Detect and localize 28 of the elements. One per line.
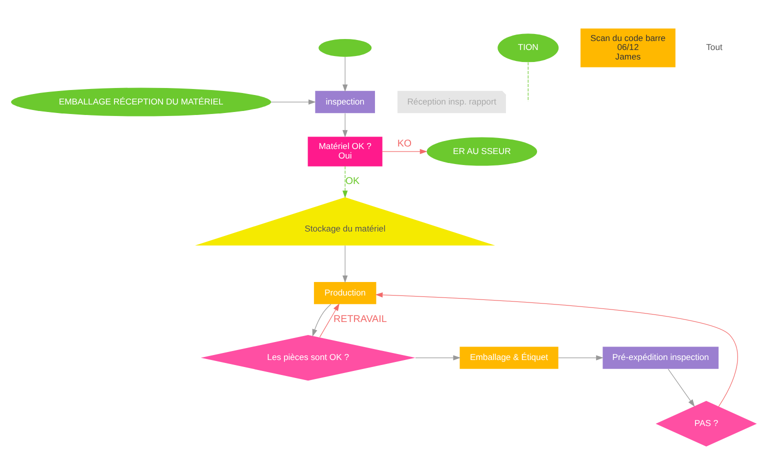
node-box: Production (314, 282, 376, 304)
arrow (668, 368, 695, 407)
arrow (342, 166, 348, 198)
arrow (415, 355, 461, 360)
edge-label: RETRAVAIL (334, 314, 387, 325)
arrow (342, 113, 348, 138)
arrow (375, 292, 738, 407)
node-ellipse: ER AU SSEUR (426, 137, 538, 166)
node-box: Pré-expédition inspection (602, 346, 719, 369)
arrow (270, 99, 316, 105)
edge-label: OK (345, 176, 360, 188)
arrow (382, 148, 428, 154)
arrow (342, 56, 348, 92)
edge-label: KO (397, 138, 412, 150)
node-box: Emballage & Étiquet (460, 346, 558, 369)
node-ellipse: EMBALLAGE RÉCEPTION DU MATÉRIEL (11, 88, 272, 116)
arrow (342, 245, 348, 283)
arrow (558, 355, 604, 360)
arrow (319, 303, 340, 338)
node-diamond: PAS ? (656, 400, 757, 447)
node-box: Matériel OK ? Oui (308, 136, 382, 166)
label: Tout (706, 42, 722, 52)
node-box: Scan du code barre 06/12 James (580, 28, 676, 68)
node-diamond: Les pièces sont OK ? (200, 334, 416, 381)
node-box: inspection (315, 90, 375, 114)
node-ellipse (318, 38, 372, 57)
node-ellipse: TION (498, 34, 559, 62)
arrow (312, 304, 332, 337)
